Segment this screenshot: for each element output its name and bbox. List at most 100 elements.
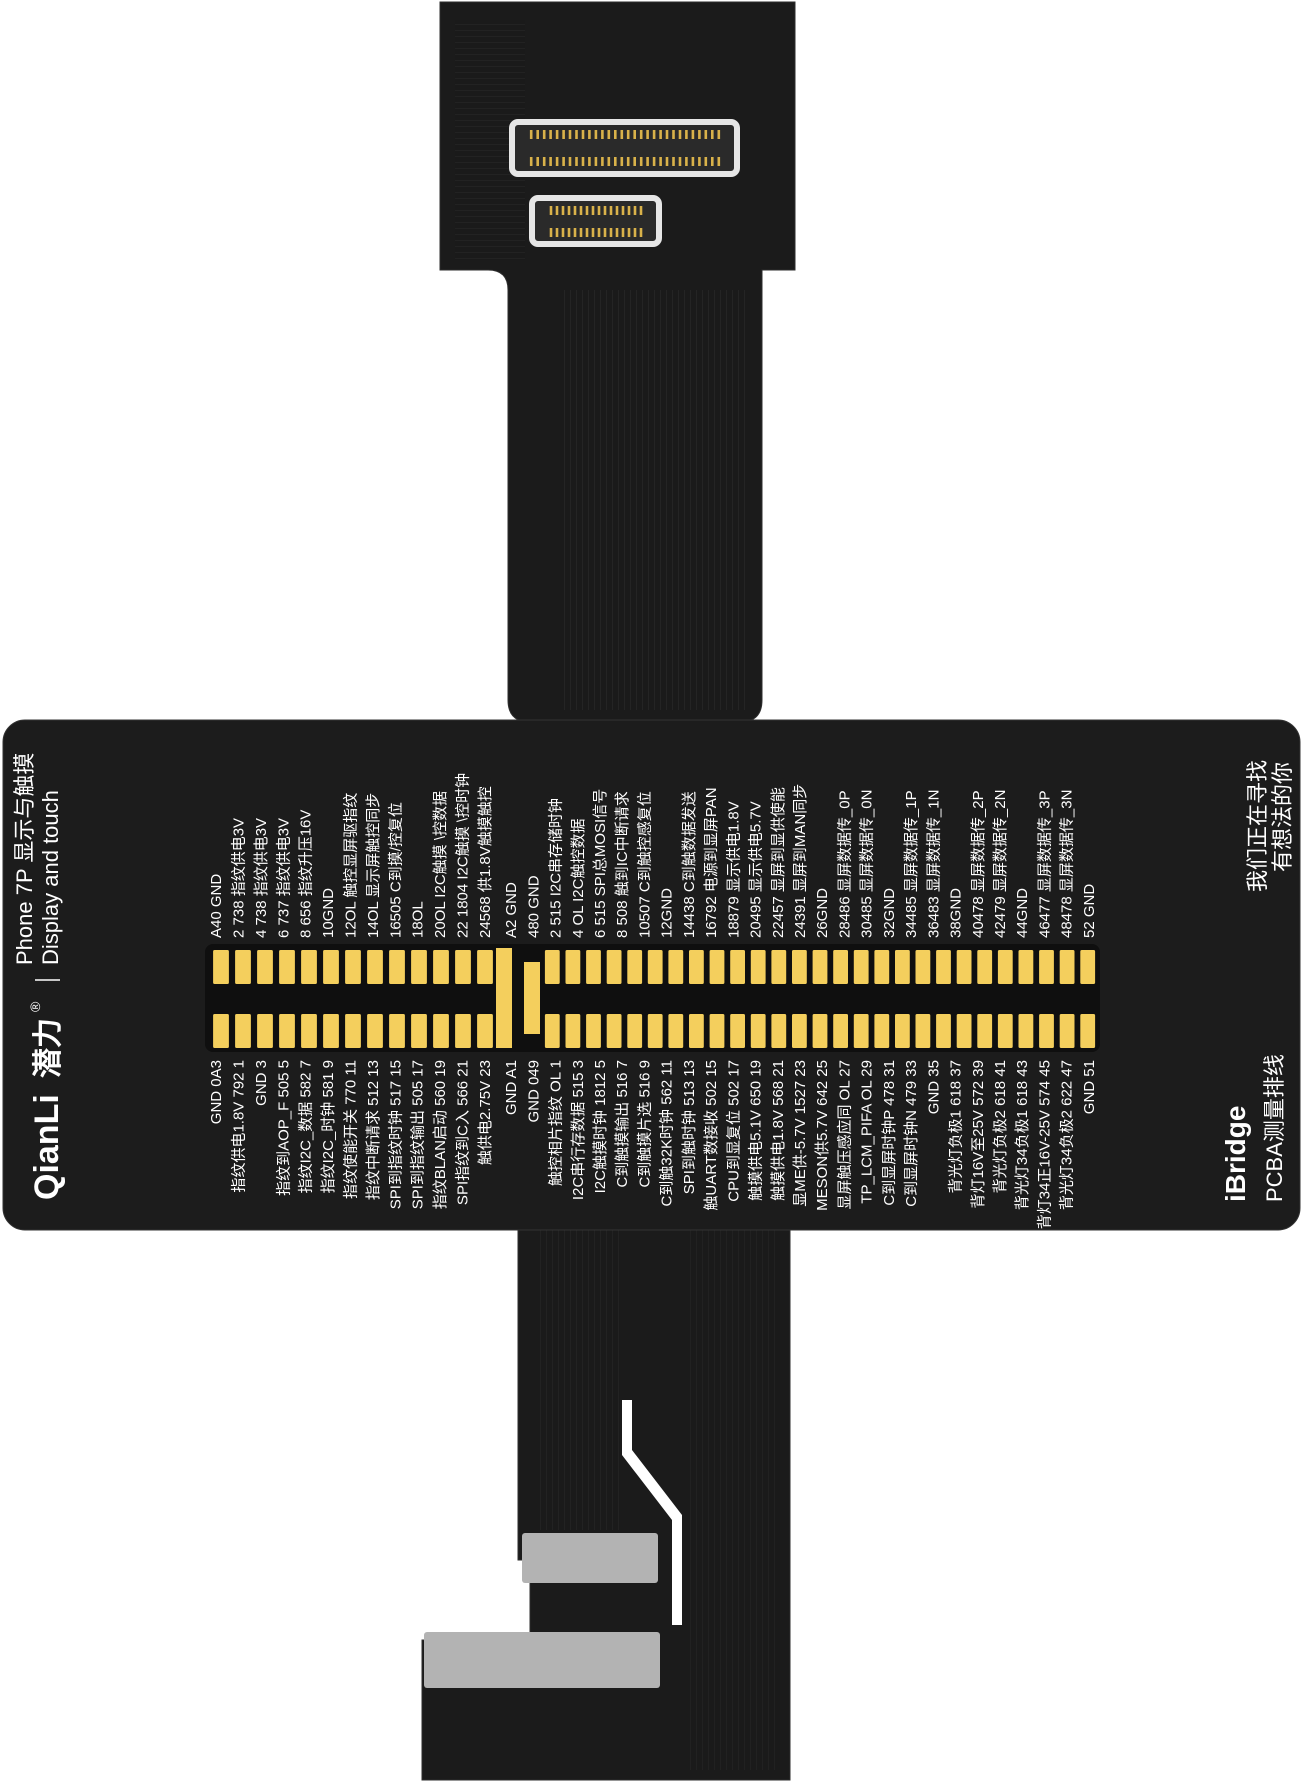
- series-name: iBridge: [1220, 1106, 1251, 1202]
- gold-pad: [750, 950, 766, 984]
- pin-label: A2 GND: [503, 882, 520, 938]
- connector-pin: [609, 206, 613, 215]
- connector-pin: [555, 157, 559, 166]
- svg-text:潜力: 潜力: [32, 1018, 65, 1078]
- gold-pad: [997, 950, 1013, 984]
- pin-label: 46477 显屏数据传_3P: [1036, 790, 1053, 938]
- pin-label: 34485 显屏数据传_1P: [903, 790, 920, 938]
- gold-pad: [235, 1014, 251, 1048]
- connector-pin: [672, 130, 675, 139]
- connector-pin: [607, 130, 611, 139]
- connector-pin: [601, 157, 604, 166]
- connector-pin: [627, 206, 631, 215]
- gold-pad: [647, 950, 663, 984]
- gold-pad: [1018, 950, 1034, 984]
- connector-pin: [562, 157, 565, 166]
- pin-label: 18879 显示供电1.8V: [725, 801, 742, 938]
- gold-pad: [606, 950, 622, 984]
- pin-label: SPI到指纹时钟 517 15: [387, 1060, 404, 1209]
- gold-pad: [235, 950, 251, 984]
- connector-pin: [646, 157, 649, 166]
- connector-pin: [633, 228, 637, 237]
- gold-pad: [853, 1014, 869, 1048]
- connector-pin: [585, 206, 589, 215]
- pin-label: C到显屏时钟P 478 31: [881, 1060, 898, 1206]
- pin-label: 指纹BLAN启动 560 19: [432, 1060, 449, 1209]
- pin-label: 指纹I2C_时钟 581 9: [320, 1060, 337, 1193]
- connector-pin: [588, 157, 591, 166]
- pin-label: 6 737 指纹供电3V: [275, 818, 292, 938]
- gold-pad: [812, 1014, 828, 1048]
- connector-pin: [573, 206, 577, 215]
- pin-label: 38GND: [948, 888, 965, 938]
- pin-label: 背光灯34负极2 622 47: [1059, 1060, 1076, 1210]
- pin-label: I2C串行存数据 515 3: [570, 1060, 587, 1200]
- pin-label: A40 GND: [208, 874, 225, 938]
- gold-pad: [709, 950, 725, 984]
- pin-label: 显ME供-5.7V 1527 23: [792, 1060, 809, 1207]
- connector-pin: [573, 228, 577, 237]
- pin-label: 10507 C到触控感复位: [635, 791, 653, 938]
- connector-pin: [529, 157, 533, 166]
- pin-label: SPI到指纹输出 505 17: [410, 1060, 427, 1209]
- pin-label: 40478 显屏数据传_2P: [970, 790, 987, 938]
- bottom-ribbon-traces-2: [690, 1230, 780, 1770]
- svg-text:Phone 7P 显示与触摸: Phone 7P 显示与触摸: [12, 753, 37, 965]
- gold-pad: [956, 950, 972, 984]
- metal-tab-2: [424, 1632, 660, 1688]
- gold-pad: [279, 950, 295, 984]
- pin-label: 6 515 SPI总MOSI信号: [592, 789, 609, 938]
- gold-pad: [853, 950, 869, 984]
- connector-pin: [626, 157, 630, 166]
- connector-pin: [575, 130, 578, 139]
- pin-label: GND 51: [1081, 1060, 1098, 1114]
- gold-pad: [477, 950, 493, 984]
- pin-label: 24391 显屏到MAN同步: [792, 784, 809, 938]
- connector-pin: [609, 228, 613, 237]
- connector-pin: [652, 130, 656, 139]
- pin-label: 背光灯34负极1 618 43: [1014, 1060, 1031, 1210]
- pin-label: 26GND: [814, 888, 831, 938]
- connector-pin: [627, 228, 631, 237]
- pin-label: 44GND: [1014, 888, 1031, 938]
- connector-pin: [678, 157, 682, 166]
- gold-pad: [1018, 1014, 1034, 1048]
- connector-pin: [698, 157, 701, 166]
- gold-pad: [956, 1014, 972, 1048]
- gold-pad: [213, 1014, 229, 1048]
- gold-pad: [1059, 1014, 1075, 1048]
- connector-pin: [621, 228, 625, 237]
- gold-pad: [389, 1014, 405, 1048]
- connector-pin: [568, 130, 572, 139]
- connector-pin: [633, 130, 636, 139]
- connector-pin: [639, 228, 643, 237]
- gold-pad: [730, 1014, 745, 1048]
- pad-row-bottom-right: [544, 1014, 1096, 1048]
- pin-label: 20495 显示供电5.7V: [748, 801, 765, 938]
- connector-pin: [665, 157, 669, 166]
- connector-pin: [639, 157, 643, 166]
- gold-pad: [257, 1014, 273, 1048]
- pin-label: 触控相片指纹 OL 1: [548, 1060, 565, 1186]
- svg-text:QianLi: QianLi: [28, 1094, 66, 1200]
- connector-pin: [639, 206, 643, 215]
- connector-pin: [711, 130, 714, 139]
- pin-label: GND 0A3: [208, 1060, 225, 1124]
- pad-divider-right: [524, 962, 540, 1034]
- gold-pad: [668, 950, 684, 984]
- pin-label: GND 35: [925, 1060, 942, 1114]
- pin-label: 触供电2.75V 23: [477, 1060, 494, 1165]
- pin-label: 8 656 指纹升压16V: [298, 810, 315, 938]
- connector-pin: [529, 130, 533, 139]
- connector-pin: [614, 130, 617, 139]
- connector-pin: [585, 228, 589, 237]
- gold-pad: [586, 1014, 601, 1048]
- connector-pin: [555, 130, 559, 139]
- connector-pin: [711, 157, 714, 166]
- pin-label: 触UART数接收 502 15: [703, 1060, 720, 1211]
- gold-pad: [323, 1014, 339, 1048]
- connector-pin: [659, 130, 662, 139]
